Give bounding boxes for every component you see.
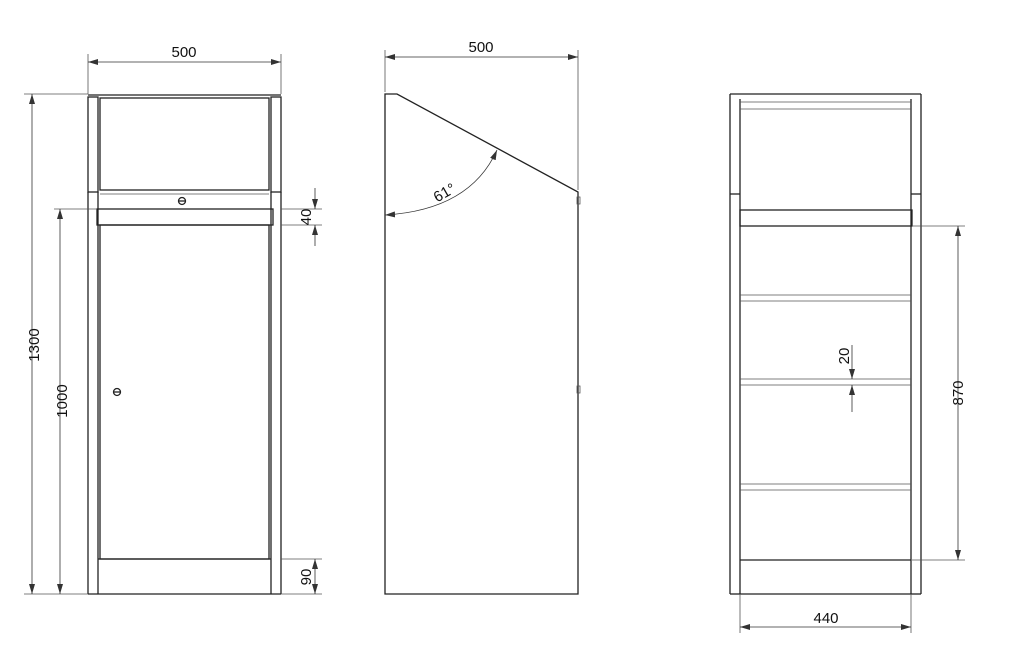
front-width-dimension: 500 [171,44,196,61]
angle-dimension: 61° [431,180,459,206]
top-lock-icon [177,196,187,206]
door-height-dimension: 1000 [54,384,71,417]
back-rail [739,209,913,227]
total-height-dimension: 1300 [26,328,43,361]
inner-height-dimension: 870 [950,380,967,405]
rail [96,208,274,226]
top-opening [99,97,270,191]
side-depth-dimension: 500 [468,39,493,56]
right-post-upper [270,96,282,193]
plinth-dimension: 90 [298,569,315,586]
front-view: 500 1300 1000 40 90 [24,44,322,595]
door-lock-icon [112,387,122,397]
back-view: 870 20 440 [729,93,967,633]
rail-dimension: 40 [298,209,315,226]
door [99,224,270,560]
side-view: 500 61° [384,39,581,595]
shelf-dimension: 20 [836,348,853,365]
left-post-upper [87,96,99,193]
inner-width-dimension: 440 [813,610,838,627]
